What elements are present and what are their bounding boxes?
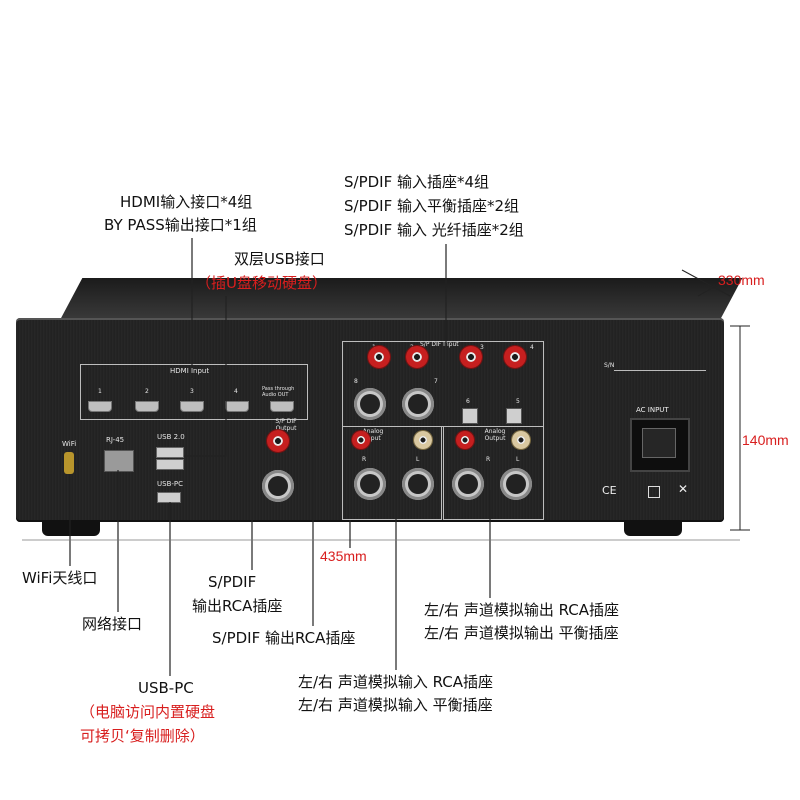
spdif-input-rca-4[interactable] — [504, 346, 526, 368]
ce-mark-icon: CE — [602, 484, 617, 497]
spdif-num-7: 7 — [434, 378, 438, 385]
optical-input-6[interactable] — [462, 408, 478, 424]
rj45-port[interactable] — [104, 450, 134, 472]
analog-input-rca-r[interactable] — [352, 431, 370, 449]
analog-out-label-2: 左/右 声道模拟输出 平衡插座 — [424, 624, 619, 642]
usb-dual-label-2: （插U盘移动硬盘） — [196, 274, 327, 292]
usbpc-label-2: （电脑访问内置硬盘 — [80, 703, 216, 721]
spdif-label-2: S/PDIF 输入平衡插座*2组 — [344, 197, 520, 215]
hdmi-port-num-2: 2 — [145, 388, 149, 395]
left-foot — [42, 520, 100, 536]
spdif-num-3: 3 — [480, 344, 484, 351]
hdmi-bypass-port[interactable] — [270, 401, 294, 412]
usb-port-lower[interactable] — [156, 459, 184, 470]
spdif-input-xlr-7[interactable] — [402, 388, 434, 420]
spdif-num-6: 6 — [466, 398, 470, 405]
hdmi-input-label: HDMI Input — [170, 367, 210, 375]
analog-input-rca-l[interactable] — [414, 431, 432, 449]
analog-output-r-label: R — [486, 456, 491, 463]
spdif-input-label: S/P DIF Input — [420, 341, 459, 348]
spdif-out-rca-label-b: S/PDIF 输出RCA插座 — [212, 629, 356, 647]
spdif-label-3: S/PDIF 输入 光纤插座*2组 — [344, 221, 524, 239]
spdif-out-rca-label-1: S/PDIF — [208, 573, 257, 591]
right-foot — [624, 520, 682, 536]
wifi-panel-label: WiFi — [62, 440, 77, 448]
spdif-input-rca-3[interactable] — [460, 346, 482, 368]
spdif-out-rca-label-2: 输出RCA插座 — [192, 597, 283, 615]
usbpc-panel-label: USB-PC — [157, 480, 184, 488]
optical-input-5[interactable] — [506, 408, 522, 424]
hdmi-panel — [80, 364, 308, 420]
hdmi-label-1: HDMI输入接口*4组 — [120, 193, 253, 211]
usb-dual-label-1: 双层USB接口 — [234, 250, 325, 268]
spdif-label-1: S/PDIF 输入插座*4组 — [344, 173, 490, 191]
spdif-output-label: S/P DIF Output — [275, 418, 297, 432]
weee-bin-icon: ✕ — [678, 482, 689, 496]
analog-input-r-label: R — [362, 456, 367, 463]
analog-output-panel — [443, 426, 544, 520]
usb-pc-port[interactable] — [157, 492, 181, 503]
hdmi-port-num-3: 3 — [190, 388, 194, 395]
analog-input-l-label: L — [416, 456, 420, 463]
spdif-input-xlr-8[interactable] — [354, 388, 386, 420]
wifi-antenna-label: WiFi天线口 — [22, 569, 98, 587]
pass-through-label: Pass through Audio OUT — [262, 386, 295, 398]
usbpc-label-3: 可拷贝‘复制删除） — [80, 727, 205, 745]
analog-input-label: Analog Input — [362, 428, 384, 442]
spdif-input-rca-2[interactable] — [406, 346, 428, 368]
hdmi-port-3[interactable] — [180, 401, 204, 412]
analog-in-label-1: 左/右 声道模拟输入 RCA插座 — [298, 673, 494, 691]
ac-inlet-socket — [642, 428, 676, 458]
analog-output-l-label: L — [516, 456, 520, 463]
sn-line — [614, 370, 706, 371]
analog-output-rca-l[interactable] — [512, 431, 530, 449]
rj45-panel-label: RJ-45 — [106, 436, 125, 444]
spdif-output-xlr[interactable] — [262, 470, 294, 502]
analog-input-xlr-l[interactable] — [402, 468, 434, 500]
ac-input-label: AC INPUT — [636, 406, 669, 414]
class2-icon — [648, 486, 660, 498]
analog-output-xlr-l[interactable] — [500, 468, 532, 500]
spdif-num-4: 4 — [530, 344, 534, 351]
hdmi-port-num-4: 4 — [234, 388, 238, 395]
hdmi-port-num-1: 1 — [98, 388, 102, 395]
depth-dimension: 330mm — [718, 272, 765, 288]
usb-port-upper[interactable] — [156, 447, 184, 458]
analog-output-label: Analog Output — [484, 428, 506, 442]
analog-in-label-2: 左/右 声道模拟输入 平衡插座 — [298, 696, 493, 714]
analog-out-label-1: 左/右 声道模拟输出 RCA插座 — [424, 601, 620, 619]
analog-input-xlr-r[interactable] — [354, 468, 386, 500]
spdif-input-rca-1[interactable] — [368, 346, 390, 368]
hdmi-port-2[interactable] — [135, 401, 159, 412]
analog-input-panel — [342, 426, 442, 520]
spdif-num-8: 8 — [354, 378, 358, 385]
hdmi-label-2: BY PASS输出接口*1组 — [104, 216, 257, 234]
usbpc-label-1: USB-PC — [138, 679, 194, 697]
analog-output-xlr-r[interactable] — [452, 468, 484, 500]
hdmi-port-1[interactable] — [88, 401, 112, 412]
height-dimension: 140mm — [742, 432, 789, 448]
usb20-panel-label: USB 2.0 — [157, 433, 185, 441]
sn-label: S/N — [604, 362, 615, 369]
analog-output-rca-r[interactable] — [456, 431, 474, 449]
spdif-output-rca[interactable] — [267, 430, 289, 452]
network-label: 网络接口 — [82, 615, 143, 633]
width-dimension: 435mm — [320, 548, 367, 564]
spdif-num-5: 5 — [516, 398, 520, 405]
wifi-antenna-connector[interactable] — [64, 452, 74, 474]
